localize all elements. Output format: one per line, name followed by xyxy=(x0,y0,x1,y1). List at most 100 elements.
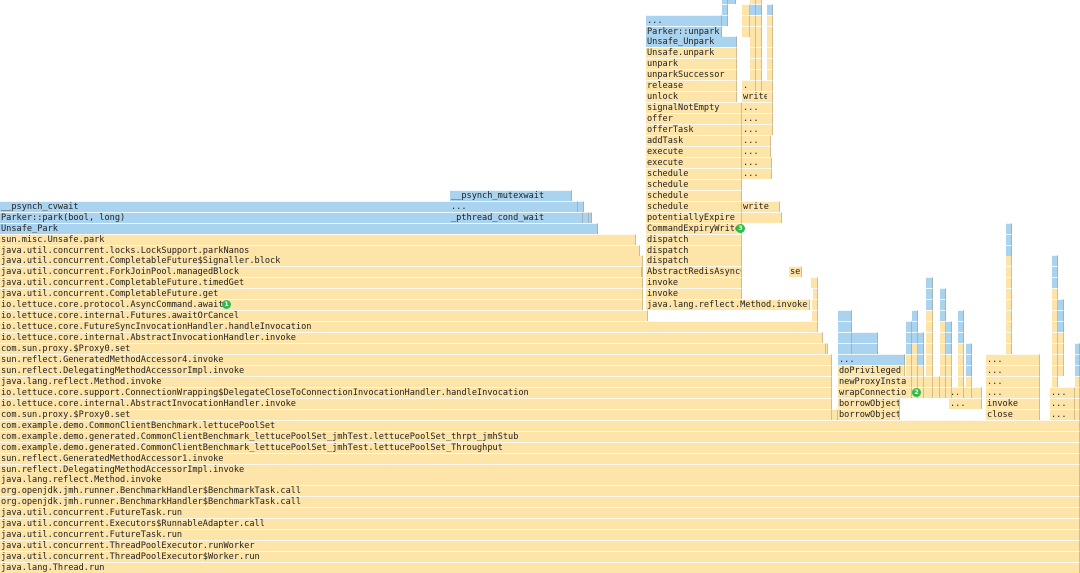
stack-frame-sliver[interactable] xyxy=(592,222,598,234)
stack-frame-set[interactable]: set xyxy=(789,266,802,278)
stack-frame-left[interactable]: io.lettuce.core.internal.Futures.awaitOr… xyxy=(0,310,648,322)
stack-frame-sliver[interactable] xyxy=(940,354,946,365)
stack-frame-sliver[interactable] xyxy=(918,354,924,365)
stack-frame-sliver[interactable] xyxy=(1075,397,1080,409)
stack-frame-sliver[interactable] xyxy=(958,332,964,344)
stack-frame-sliver[interactable] xyxy=(926,321,933,333)
stack-frame-sliver[interactable] xyxy=(767,25,773,37)
stack-frame-sliver[interactable] xyxy=(940,310,946,322)
stack-frame-sliver[interactable] xyxy=(1075,408,1080,420)
stack-frame-sliver[interactable] xyxy=(1075,364,1080,376)
stack-frame-sliver[interactable] xyxy=(767,58,773,70)
stack-frame-sliver[interactable] xyxy=(940,386,946,398)
stack-frame-sliver[interactable] xyxy=(1058,310,1064,322)
stack-frame-sliver[interactable] xyxy=(966,375,972,387)
stack-frame-sliver[interactable] xyxy=(958,364,964,376)
stack-frame-sliver[interactable] xyxy=(767,14,773,26)
stack-frame-left[interactable]: sun.reflect.DelegatingMethodAccessorImpl… xyxy=(0,364,832,376)
stack-frame-sliver[interactable] xyxy=(838,343,852,355)
stack-frame-sliver[interactable] xyxy=(926,343,933,355)
stack-frame-sliver[interactable] xyxy=(946,386,952,398)
stack-frame-base[interactable]: java.util.concurrent.Executors$RunnableA… xyxy=(0,518,1080,530)
stack-frame-sliver[interactable] xyxy=(767,47,773,59)
stack-frame-sliver[interactable] xyxy=(940,288,946,300)
stack-frame-sliver[interactable] xyxy=(1006,321,1012,333)
stack-frame-middle[interactable]: unpark xyxy=(646,58,737,70)
stack-frame-sliver[interactable] xyxy=(926,364,933,376)
stack-frame-sliver[interactable] xyxy=(722,0,728,4)
stack-frame-sliver[interactable] xyxy=(767,124,773,136)
stack-frame-right[interactable]: ... xyxy=(838,354,905,365)
stack-frame-base[interactable]: com.example.demo.generated.CommonClientB… xyxy=(0,441,1080,453)
stack-frame-sliver[interactable] xyxy=(946,375,952,387)
stack-frame-sliver[interactable] xyxy=(750,36,756,48)
stack-frame-sliver[interactable] xyxy=(1058,299,1064,311)
stack-frame-sliver[interactable] xyxy=(811,277,818,289)
stack-frame-ellipsis[interactable]: ... xyxy=(742,102,769,114)
stack-frame-sliver[interactable] xyxy=(926,277,933,289)
stack-frame-sliver[interactable] xyxy=(966,386,972,398)
stack-frame-sliver[interactable] xyxy=(940,375,946,387)
stack-frame-middle[interactable]: invoke xyxy=(646,277,742,289)
stack-frame-sliver[interactable] xyxy=(1006,277,1012,289)
stack-frame-sliver[interactable] xyxy=(1052,288,1058,300)
stack-frame-middle[interactable]: unlock xyxy=(646,91,737,103)
stack-frame-sliver[interactable] xyxy=(1006,222,1012,234)
stack-frame-middle[interactable]: offer xyxy=(646,113,742,125)
stack-frame-left[interactable]: java.lang.reflect.Method.invoke xyxy=(0,375,832,387)
stack-frame-tail[interactable]: close xyxy=(986,408,1040,420)
stack-frame-sliver[interactable] xyxy=(767,3,773,15)
stack-frame-sliver[interactable] xyxy=(926,354,933,365)
stack-frame-sliver[interactable] xyxy=(966,354,972,365)
stack-frame-left[interactable]: Parker::park(bool, long) xyxy=(0,211,592,223)
stack-frame-sliver[interactable] xyxy=(940,332,946,344)
stack-frame-mutex[interactable]: _pthread_cond_wait xyxy=(450,211,583,223)
stack-frame-middle[interactable]: Unsafe.unpark xyxy=(646,47,737,59)
stack-frame-sliver[interactable] xyxy=(767,113,773,125)
stack-frame-base[interactable]: sun.reflect.GeneratedMethodAccessor1.inv… xyxy=(0,452,1080,464)
stack-frame-sliver[interactable] xyxy=(832,408,838,420)
stack-frame-sliver[interactable] xyxy=(1075,343,1080,355)
stack-frame-sliver[interactable] xyxy=(767,36,773,48)
stack-frame-sliver[interactable] xyxy=(750,25,756,37)
stack-frame-tail[interactable]: ... xyxy=(1050,386,1075,398)
stack-frame-left[interactable]: sun.reflect.GeneratedMethodAccessor4.inv… xyxy=(0,354,832,365)
stack-frame-tail[interactable]: ... xyxy=(986,386,1040,398)
stack-frame-sliver[interactable] xyxy=(1006,244,1012,256)
stack-frame-sliver[interactable] xyxy=(1052,266,1058,278)
stack-frame-sliver[interactable] xyxy=(940,299,946,311)
stack-frame-sliver[interactable] xyxy=(742,3,750,15)
stack-frame-sliver[interactable] xyxy=(756,80,762,92)
stack-frame-right[interactable]: wrapConnection xyxy=(838,386,940,398)
stack-frame-sliver[interactable] xyxy=(906,343,912,355)
stack-frame-sliver[interactable] xyxy=(918,386,924,398)
stack-frame-tail[interactable]: ... xyxy=(986,375,1040,387)
stack-frame-base[interactable]: org.openjdk.jmh.runner.BenchmarkHandler$… xyxy=(0,496,1080,508)
stack-frame-sliver[interactable] xyxy=(946,354,952,365)
stack-frame-sliver[interactable] xyxy=(958,310,964,322)
stack-frame-mutex[interactable]: ... xyxy=(450,200,578,212)
stack-frame-sliver[interactable] xyxy=(1058,343,1064,355)
stack-frame-sliver[interactable] xyxy=(940,321,946,333)
stack-frame-left[interactable]: io.lettuce.core.internal.AbstractInvocat… xyxy=(0,332,823,344)
stack-frame-base[interactable]: org.openjdk.jmh.runner.BenchmarkHandler$… xyxy=(0,485,1080,497)
stack-frame-left[interactable]: java.util.concurrent.CompletableFuture$S… xyxy=(0,255,643,267)
stack-frame-write[interactable]: write xyxy=(742,91,770,103)
stack-frame-sliver[interactable] xyxy=(906,364,912,376)
stack-frame-sliver[interactable] xyxy=(946,364,952,376)
stack-frame-middle[interactable]: dispatch xyxy=(646,255,742,267)
stack-frame-sliver[interactable] xyxy=(583,211,589,223)
stack-frame-base[interactable]: java.util.concurrent.FutureTask.run xyxy=(0,507,1080,519)
stack-frame-sliver[interactable] xyxy=(1058,354,1064,365)
stack-frame-left[interactable]: java.util.concurrent.ForkJoinPool.manage… xyxy=(0,266,643,278)
stack-frame-middle[interactable]: invoke xyxy=(646,288,742,300)
stack-frame-tail[interactable]: ... xyxy=(949,386,982,398)
stack-frame-middle[interactable]: offerTask xyxy=(646,124,742,136)
stack-frame-sliver[interactable] xyxy=(1052,299,1058,311)
stack-frame-left[interactable]: io.lettuce.core.protocol.AsyncCommand.aw… xyxy=(0,299,643,311)
stack-frame-sliver[interactable] xyxy=(1052,343,1058,355)
stack-frame-sliver[interactable] xyxy=(1052,354,1058,365)
stack-frame-left[interactable]: io.lettuce.core.FutureSyncInvocationHand… xyxy=(0,321,818,333)
stack-frame-middle[interactable]: dispatch xyxy=(646,244,742,256)
stack-frame-sliver[interactable] xyxy=(750,14,756,26)
